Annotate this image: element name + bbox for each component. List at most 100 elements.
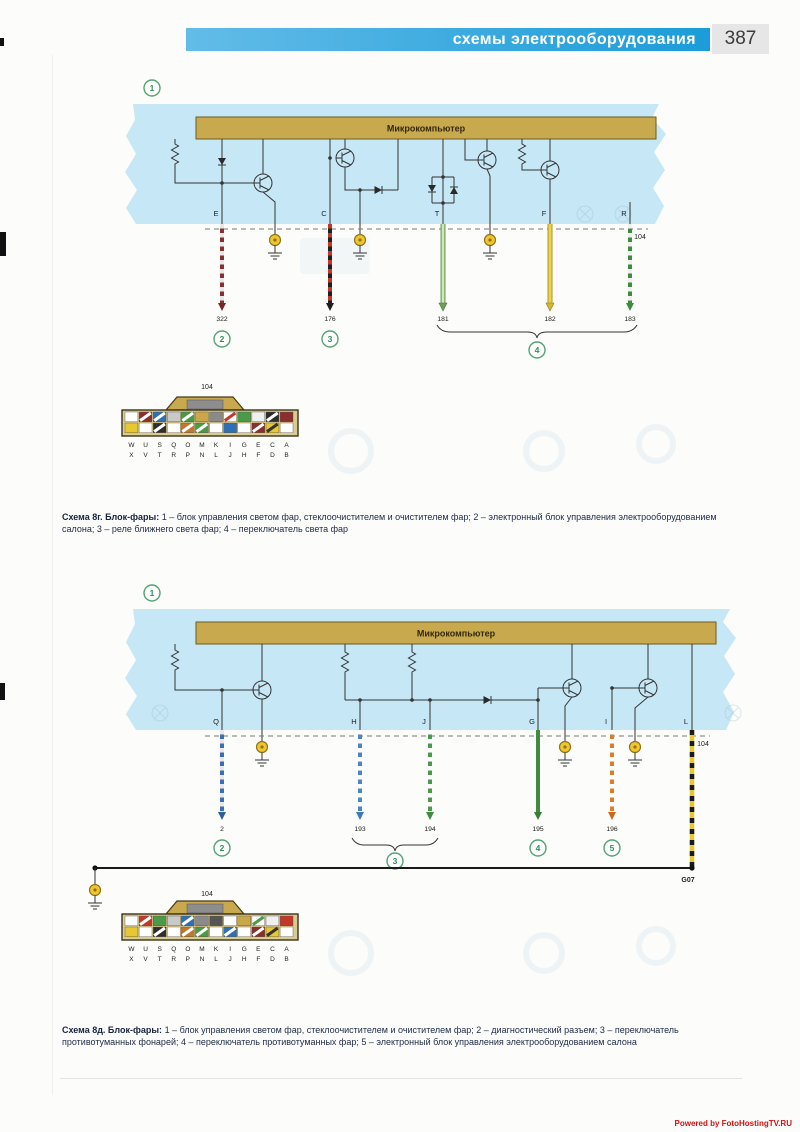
connector-cell — [237, 422, 251, 434]
connector-pin-label: B — [284, 956, 288, 963]
caption-schema-8g: Схема 8г. Блок-фары: 1 – блок управления… — [62, 511, 740, 535]
connector-pin-label: J — [229, 956, 232, 963]
connector-cell-stripe — [139, 411, 152, 422]
connector-cell-stripe — [181, 926, 194, 937]
ground-icon — [87, 883, 103, 910]
connector-cell — [167, 411, 181, 423]
connector-cell — [167, 422, 181, 434]
svg-text:183: 183 — [624, 316, 636, 323]
connector-cell — [237, 411, 251, 423]
print-edge-mark — [0, 683, 5, 700]
connector-pin-label: P — [186, 956, 190, 963]
connector-ref-104: 104 — [634, 234, 646, 241]
connector-cell — [209, 915, 223, 927]
connector-pin-label: F — [256, 452, 260, 459]
connector-pin-label: S — [157, 442, 162, 449]
page-number: 387 — [712, 24, 769, 54]
connector-pin-label: A — [284, 442, 289, 449]
connector-latch-slot — [186, 399, 224, 410]
caption-schema-8d: Схема 8д. Блок-фары: 1 – блок управления… — [62, 1024, 740, 1048]
bleed-through-artifact — [636, 424, 676, 464]
connector-pin-label: O — [185, 442, 190, 449]
connector-cell-stripe — [266, 411, 279, 422]
connector-pin-label: J — [229, 452, 232, 459]
wire-182: 182 — [544, 224, 556, 323]
connector-pin-label: C — [270, 442, 275, 449]
microcomputer-label: Микрокомпьютер — [417, 629, 496, 639]
print-edge-mark — [0, 232, 6, 256]
wire-196: 196 5 — [603, 730, 621, 857]
ground-point-label: G07 — [681, 877, 694, 884]
callout-1: 1 — [143, 584, 161, 602]
bottom-rule — [60, 1078, 742, 1079]
connector-cell-stripe — [153, 926, 166, 937]
connector-pin-label: V — [143, 452, 148, 459]
connector-pin-label: D — [270, 956, 275, 963]
ground-icon — [254, 740, 270, 767]
connector-cell — [124, 926, 139, 938]
connector-cell-stripe — [223, 926, 237, 937]
connector-pin-label: N — [200, 452, 205, 459]
wire-322: 322 2 — [213, 224, 231, 348]
svg-text:196: 196 — [606, 826, 618, 833]
connector-pin-label: P — [186, 452, 190, 459]
connector-cell — [265, 915, 280, 927]
connector-pin-label: I — [229, 946, 231, 953]
svg-text:3: 3 — [328, 334, 333, 344]
callout-4: 4 — [528, 341, 546, 359]
connector-pin-label: W — [128, 442, 135, 449]
connector-cell-stripe — [153, 411, 166, 422]
connector-cell — [279, 926, 294, 938]
wire-193: 193 — [354, 730, 366, 833]
connector-cell — [237, 915, 251, 927]
connector-pin-label: U — [143, 946, 148, 953]
connector-cell — [279, 915, 294, 927]
connector-pin-label: Q — [171, 442, 176, 449]
connector-pin-label: R — [171, 452, 176, 459]
print-edge-mark — [0, 38, 4, 46]
connector-cell — [209, 422, 223, 434]
svg-text:2: 2 — [220, 826, 224, 833]
connector-latch-slot — [186, 903, 224, 914]
wire-195: 195 4 — [529, 730, 547, 857]
connector-pin-label: G — [242, 442, 247, 449]
page-fold-line — [52, 55, 53, 1095]
diagram-8d: 1 Микрокомпьютер — [87, 584, 742, 963]
svg-text:1: 1 — [150, 83, 155, 93]
terminal-label: C — [321, 209, 327, 218]
connector-pin-label: M — [199, 442, 204, 449]
connector-cell-stripe — [181, 915, 194, 926]
bleed-through-artifact — [523, 430, 565, 472]
wire-176: 176 3 — [321, 224, 339, 348]
connector-cell — [209, 411, 223, 423]
connector-pin-label: T — [158, 452, 162, 459]
connector-pin-label: E — [256, 946, 261, 953]
circuit-lines — [171, 644, 693, 742]
connector-pin-label: M — [199, 946, 204, 953]
connector-cell — [237, 926, 251, 938]
terminal-label: E — [213, 209, 218, 218]
connector-pin-label: V — [143, 956, 148, 963]
connector-cell — [167, 915, 181, 927]
diagram-8g: 1 Микрокомпьютер — [121, 79, 666, 459]
caption-text: 1 – блок управления светом фар, стеклооч… — [62, 1025, 679, 1048]
connector-pin-label: L — [214, 956, 218, 963]
ground-icon — [627, 740, 643, 767]
terminal-label: G — [529, 717, 535, 726]
svg-text:176: 176 — [324, 316, 336, 323]
connector-pin-label: L — [214, 452, 218, 459]
svg-text:193: 193 — [354, 826, 366, 833]
connector-label: 104 — [201, 891, 213, 898]
chapter-header-bar: схемы электрооборудования — [186, 28, 710, 51]
terminal-label: L — [684, 717, 688, 726]
microcomputer-label: Микрокомпьютер — [387, 124, 466, 134]
connector-pin-label: E — [256, 442, 261, 449]
terminal-label: T — [435, 209, 440, 218]
callout-1: 1 — [143, 79, 161, 97]
connector-cell-stripe — [252, 915, 265, 926]
svg-text:2: 2 — [220, 843, 225, 853]
bleed-through-artifact — [523, 932, 565, 974]
